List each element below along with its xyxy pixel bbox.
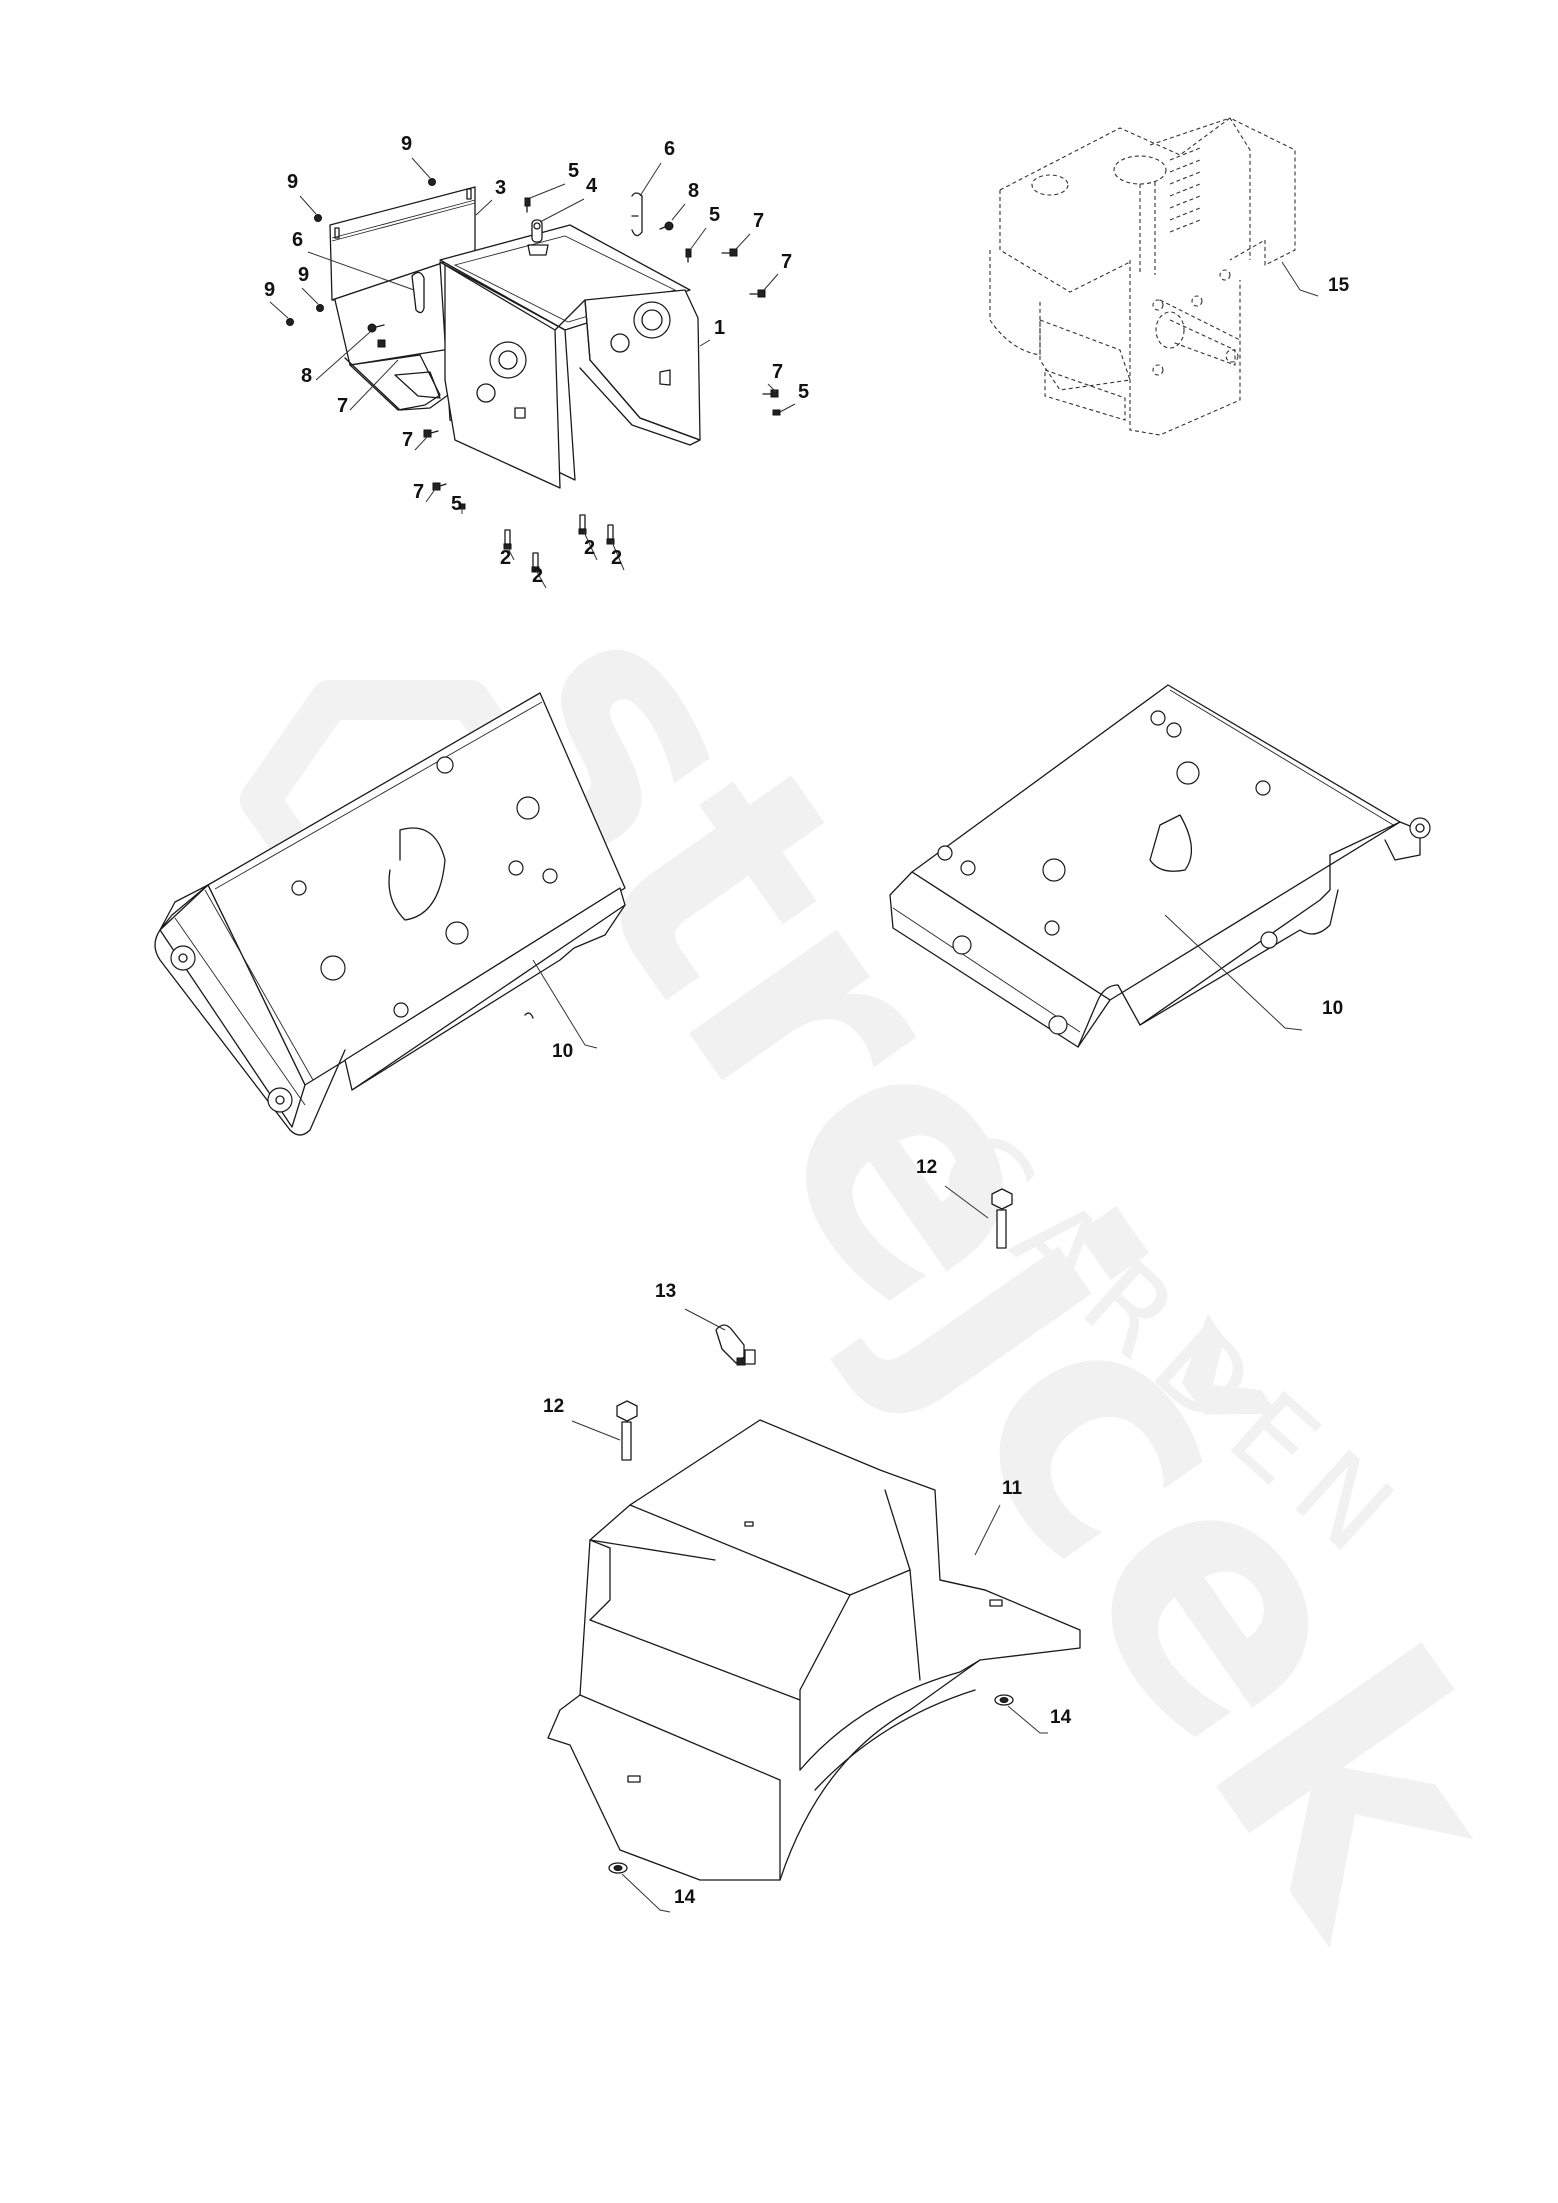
part-2-stud bbox=[606, 524, 615, 545]
callout-label-9: 9 bbox=[264, 279, 276, 301]
callout-label-13: 13 bbox=[655, 1281, 677, 1302]
callout-label-5: 5 bbox=[798, 381, 810, 403]
part-9-nut bbox=[286, 318, 294, 326]
callout-label-7: 7 bbox=[781, 251, 793, 273]
part-6-pin bbox=[411, 192, 643, 314]
part-9-nut bbox=[428, 178, 436, 186]
callout-label-12: 12 bbox=[916, 1157, 938, 1178]
part-10-plate-left bbox=[154, 692, 626, 1136]
callout-label-10: 10 bbox=[1322, 998, 1344, 1019]
callout-label-5: 5 bbox=[709, 204, 721, 226]
callout-label-3: 3 bbox=[495, 177, 507, 199]
part-2-stud bbox=[578, 514, 587, 535]
part-7-bolt bbox=[432, 482, 447, 491]
part-7-bolt bbox=[749, 289, 766, 298]
callout-label-14: 14 bbox=[674, 1887, 696, 1908]
callout-label-11: 11 bbox=[1002, 1478, 1023, 1499]
callout-label-7: 7 bbox=[337, 395, 349, 417]
callout-label-2: 2 bbox=[611, 547, 623, 569]
callout-label-2: 2 bbox=[500, 547, 512, 569]
part-12-bolt-lower bbox=[571, 1400, 638, 1461]
part-13-clip bbox=[684, 1308, 756, 1366]
part-5-screw bbox=[524, 197, 531, 213]
part-1-frame bbox=[439, 224, 701, 489]
callout-label-6: 6 bbox=[292, 229, 304, 251]
part-7-bolt bbox=[423, 429, 439, 438]
callout-label-7: 7 bbox=[753, 210, 765, 232]
callout-label-5: 5 bbox=[451, 493, 463, 515]
callout-label-6: 6 bbox=[664, 138, 676, 160]
callout-label-2: 2 bbox=[532, 565, 544, 587]
part-14-nut-right bbox=[994, 1694, 1048, 1734]
part-14-nut-left bbox=[608, 1862, 671, 1913]
part-11-cover bbox=[547, 1419, 1081, 1881]
part-5-screw bbox=[772, 409, 781, 416]
part-12-bolt-upper bbox=[944, 1185, 1013, 1249]
part-9-nut bbox=[316, 304, 324, 312]
fasteners-small bbox=[286, 178, 781, 573]
part-9-nut bbox=[314, 214, 322, 222]
part-4-hitch bbox=[527, 219, 549, 256]
callout-label-8: 8 bbox=[688, 180, 700, 202]
part-5-screw bbox=[685, 248, 692, 263]
callout-label-15: 15 bbox=[1328, 275, 1350, 296]
part-2-stud bbox=[503, 529, 512, 550]
engine-cooling-fins bbox=[1169, 147, 1201, 233]
part-7-bolt bbox=[377, 339, 386, 348]
callout-label-7: 7 bbox=[413, 481, 425, 503]
callout-label-1: 1 bbox=[714, 317, 726, 339]
callout-label-8: 8 bbox=[301, 365, 313, 387]
part-7-bolt bbox=[721, 248, 738, 257]
callout-label-10: 10 bbox=[552, 1041, 574, 1062]
part-2-stud bbox=[531, 552, 540, 573]
callout-label-7: 7 bbox=[772, 361, 784, 383]
callout-label-9: 9 bbox=[401, 133, 413, 155]
leader-lines-frame bbox=[269, 157, 796, 589]
part-15-engine bbox=[989, 117, 1319, 436]
part-8-bolt bbox=[659, 221, 674, 231]
callout-label-7: 7 bbox=[402, 429, 414, 451]
part-10-plate-right bbox=[889, 684, 1431, 1048]
part-8-bolt bbox=[367, 323, 385, 333]
callout-label-2: 2 bbox=[584, 537, 596, 559]
callout-label-14: 14 bbox=[1050, 1707, 1072, 1728]
callout-label-9: 9 bbox=[287, 171, 299, 193]
callout-label-4: 4 bbox=[586, 175, 598, 197]
callout-label-12: 12 bbox=[543, 1396, 565, 1417]
frame-assembly bbox=[269, 157, 796, 589]
callout-label-9: 9 bbox=[298, 264, 310, 286]
callout-label-5: 5 bbox=[568, 160, 580, 182]
